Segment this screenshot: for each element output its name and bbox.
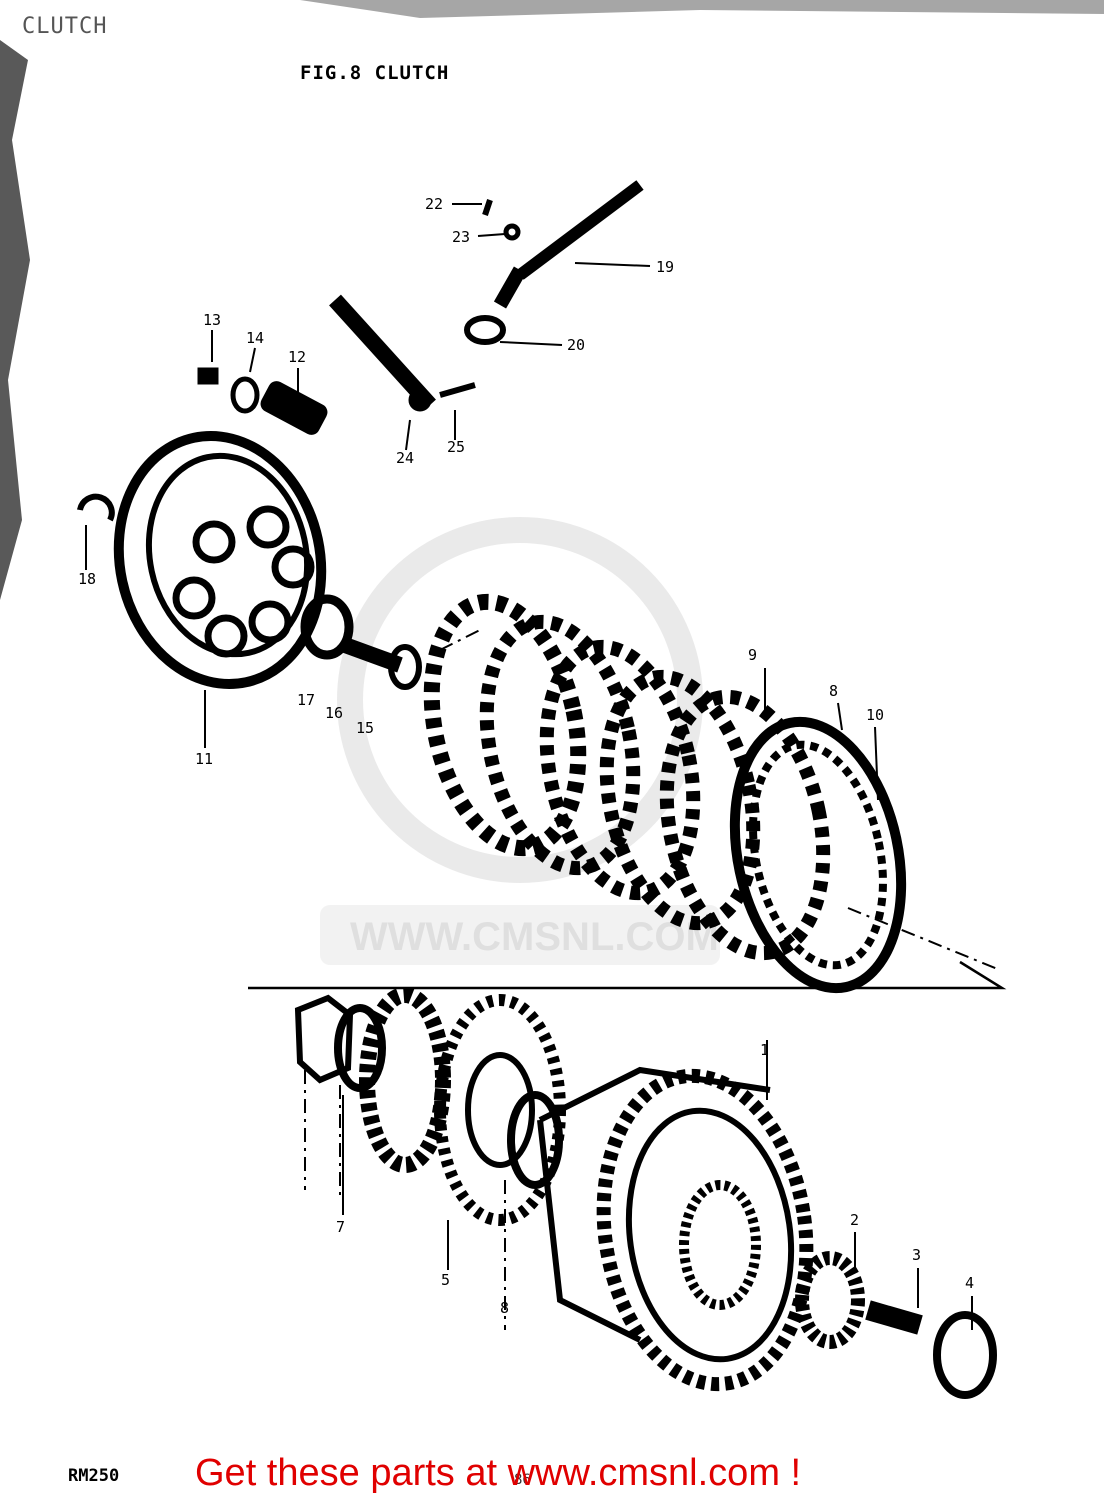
callout-15: 14 [246, 329, 264, 347]
callout-22: 22 [425, 195, 443, 213]
clutch-plate-stack [423, 593, 907, 994]
scan-noise [0, 0, 1104, 600]
callout-7: 7 [336, 1218, 345, 1236]
watermark-text: WWW.CMSNL.COM [350, 915, 719, 959]
callout-25: 25 [447, 438, 465, 456]
callout-24: 24 [396, 449, 414, 467]
page-number: 86 [514, 1472, 531, 1488]
callout-19: 18 [78, 570, 96, 588]
callout-11: 10 [866, 706, 884, 724]
primary-gear-assembly [294, 987, 566, 1226]
promo-link-text[interactable]: Get these parts at www.cmsnl.com ! [195, 1452, 802, 1494]
callout-12: 11 [195, 750, 213, 768]
callout-2: 2 [850, 1211, 859, 1229]
callout-numbers: 22 23 19 20 13 14 12 24 25 18 17 16 15 1… [78, 195, 974, 1317]
pressure-plate [77, 430, 327, 690]
callout-5: 5 [441, 1271, 450, 1289]
top-label: CLUTCH [22, 14, 108, 39]
leader-lines [85, 203, 973, 1330]
model-code: RM250 [68, 1466, 120, 1486]
callout-13: 12 [288, 348, 306, 366]
release-shaft-assembly [329, 180, 644, 412]
callout-3: 3 [912, 1246, 921, 1264]
callout-20: 19 [656, 258, 674, 276]
callout-9: 8 [829, 682, 838, 700]
callout-21: 20 [567, 336, 585, 354]
callout-17: 16 [325, 704, 343, 722]
callout-18: 17 [297, 691, 315, 709]
callout-8: 8 [500, 1299, 509, 1317]
callout-23: 23 [452, 228, 470, 246]
callout-4: 4 [965, 1274, 974, 1292]
callout-10: 9 [748, 646, 757, 664]
assembly-guides [248, 629, 1007, 1330]
figure-title: FIG.8 CLUTCH [300, 62, 450, 84]
cmsnl-watermark: WWW.CMSNL.COM [320, 517, 720, 965]
callout-16: 15 [356, 719, 374, 737]
callout-1: 1 [760, 1041, 769, 1059]
pressure-spring-set [197, 367, 328, 435]
release-bearing [300, 594, 422, 690]
callout-14: 13 [203, 311, 221, 329]
clutch-housing [537, 1066, 997, 1399]
